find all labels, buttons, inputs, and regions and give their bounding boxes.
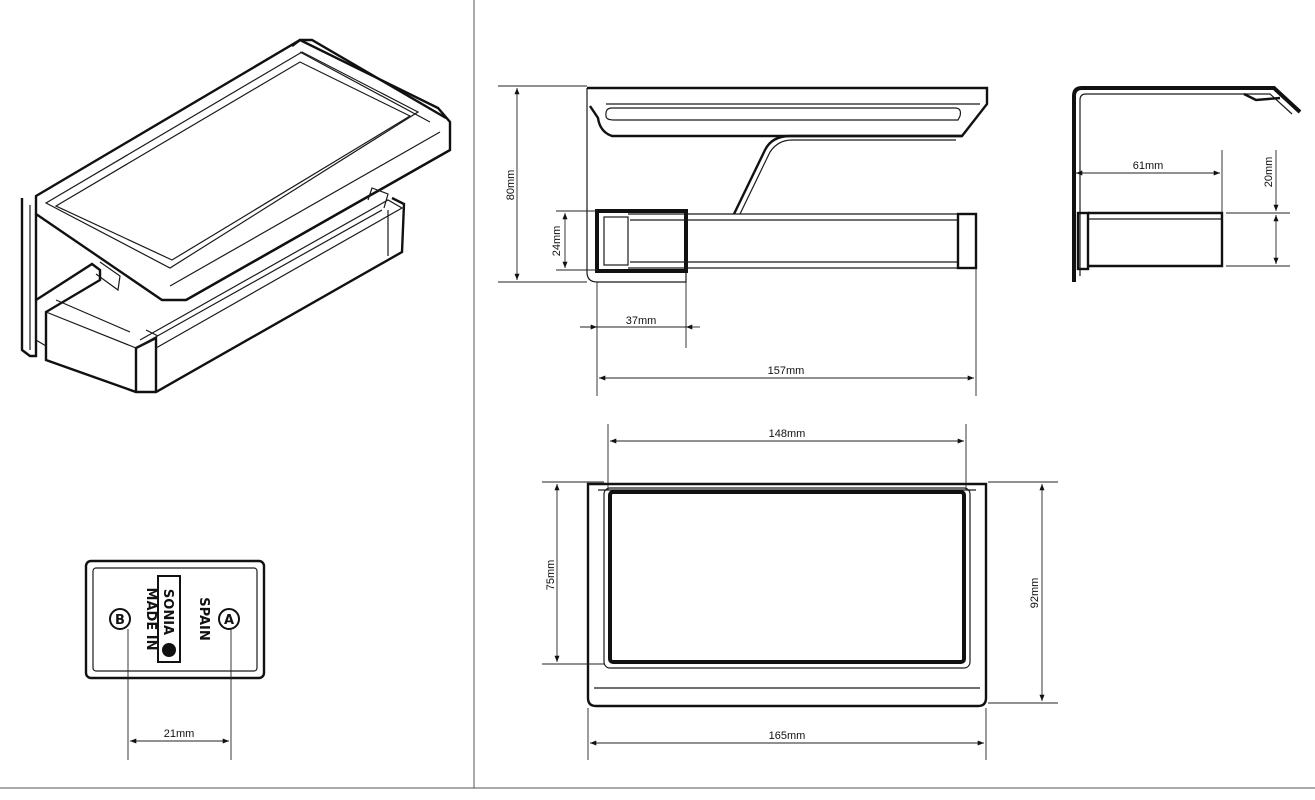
plate-text-spain: SPAIN <box>196 597 211 640</box>
dim-61: 61mm <box>1076 150 1223 213</box>
dim-75: 75mm <box>542 481 604 665</box>
dim-37: 37mm <box>580 282 700 396</box>
side-elevation <box>1072 86 1302 282</box>
dim-label-20: 20mm <box>1263 157 1275 188</box>
brand-box <box>157 575 181 663</box>
dim-165: 165mm <box>587 708 987 760</box>
plate-mark-right: A <box>224 613 234 628</box>
dim-label-157: 157mm <box>768 365 805 377</box>
dim-label-148: 148mm <box>769 428 806 440</box>
dim-label-165: 165mm <box>769 730 806 742</box>
dim-label-61: 61mm <box>1133 160 1164 172</box>
dim-80: 80mm <box>498 85 587 283</box>
brand-logo-icon <box>162 643 176 657</box>
dim-label-24: 24mm <box>551 226 563 257</box>
dim-label-75: 75mm <box>545 560 557 591</box>
top-view <box>586 482 988 708</box>
dim-157: 157mm <box>599 268 977 396</box>
dim-label-80: 80mm <box>505 170 517 201</box>
plate-mark-left: B <box>115 613 125 628</box>
dim-label-92: 92mm <box>1029 578 1041 609</box>
plate-text-made-in: MADE IN <box>143 588 158 651</box>
plate-brand: SONIA <box>160 589 175 635</box>
dim-label-37: 37mm <box>626 315 657 327</box>
dim-92: 92mm <box>988 481 1058 704</box>
screw-hole-left <box>109 608 131 630</box>
dim-label-21: 21mm <box>164 728 195 740</box>
front-elevation <box>586 86 989 283</box>
screw-hole-right <box>218 608 240 630</box>
isometric-view <box>20 38 452 394</box>
dim-21: 21mm <box>127 629 232 760</box>
mounting-plate: B A MADE IN SONIA SPAIN <box>84 559 266 680</box>
dim-24: 24mm <box>551 210 597 271</box>
dim-148: 148mm <box>607 424 967 490</box>
dim-20: 20mm <box>1226 150 1290 267</box>
